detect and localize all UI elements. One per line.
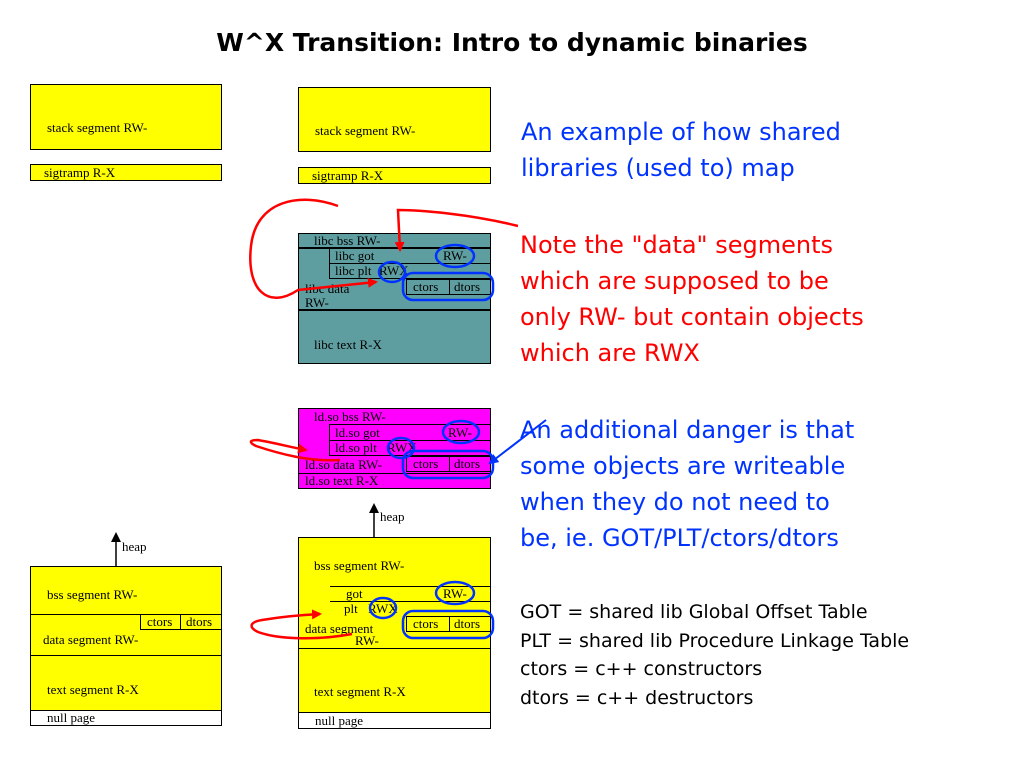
left-text-segment: text segment R-X: [30, 655, 222, 711]
ldso-got-label: ld.so got: [335, 425, 380, 440]
left-null-page: null page: [30, 710, 222, 726]
right-stack-segment: stack segment RW-: [298, 87, 491, 152]
danger-note-line-3: when they do not need to: [520, 488, 830, 516]
libc-bss-label: libc bss RW-: [314, 233, 381, 248]
right-sigtramp-segment: sigtramp R-X: [298, 167, 491, 184]
data-segments-note-line-1: Note the "data" segments: [520, 231, 833, 259]
left-bss-segment: bss segment RW-: [30, 566, 222, 614]
right-plt-label: plt: [344, 601, 358, 616]
right-rwx-oval: [368, 596, 398, 620]
left-stack-segment: stack segment RW-: [30, 84, 222, 150]
right-rw-oval: [434, 580, 476, 606]
ldso-rwx-oval: [386, 436, 416, 460]
libc-plt-label: libc plt: [335, 263, 372, 278]
right-ctors-label: ctors: [413, 616, 439, 631]
left-text-label: text segment R-X: [47, 682, 139, 697]
right-ctors-box: ctors: [406, 616, 450, 632]
right-text-segment: text segment R-X: [298, 648, 491, 713]
ldso-text-label: ld.so text R-X: [305, 473, 379, 488]
left-heap-label: heap: [122, 539, 147, 554]
ldso-ctors-dtors-oval: [401, 449, 495, 480]
danger-note: An additional danger is that some object…: [520, 412, 854, 556]
right-null-label: null page: [315, 713, 364, 728]
right-ctors-dtors-oval: [401, 609, 495, 640]
libc-ctors-box: ctors: [406, 279, 450, 295]
danger-note-line-1: An additional danger is that: [520, 416, 855, 444]
ldso-got-rw-label: RW-: [448, 425, 472, 440]
libc-data-rw-label: RW-: [305, 295, 329, 310]
libc-text-label: libc text R-X: [314, 337, 382, 352]
right-stack-label: stack segment RW-: [315, 123, 416, 138]
example-note-line-2: libraries (used to) map: [521, 154, 795, 182]
glossary-dtors: dtors = c++ destructors: [520, 686, 754, 709]
slide-title: W^X Transition: Intro to dynamic binarie…: [216, 28, 808, 57]
danger-note-arrow: [488, 419, 547, 465]
ldso-dtors-box: dtors: [449, 456, 491, 472]
right-dtors-box: dtors: [449, 616, 491, 632]
libc-note-arrow: [394, 208, 519, 252]
left-null-label: null page: [47, 710, 96, 725]
glossary-plt: PLT = shared lib Procedure Linkage Table: [520, 629, 910, 652]
ldso-data-arrow: [249, 438, 341, 462]
libc-plt-rwx-label: RWX: [379, 263, 409, 278]
glossary-ctors: ctors = c++ constructors: [520, 658, 763, 680]
ldso-rw-oval: [441, 419, 481, 445]
left-sigtramp-label: sigtramp R-X: [44, 165, 116, 180]
right-plt-rwx-label: RWX: [368, 601, 398, 616]
libc-rw-oval: [434, 243, 476, 269]
danger-note-line-2: some objects are writeable: [520, 452, 846, 480]
libc-dtors-label: dtors: [454, 279, 480, 294]
right-got-rw-label: RW-: [443, 586, 467, 601]
example-note: An example of how shared libraries (used…: [521, 114, 841, 186]
right-got-label: got: [346, 586, 363, 601]
danger-note-line-4: be, ie. GOT/PLT/ctors/dtors: [520, 524, 839, 552]
example-note-line-1: An example of how shared: [521, 118, 841, 146]
left-stack-label: stack segment RW-: [47, 120, 148, 135]
right-text-label: text segment R-X: [314, 684, 406, 699]
ldso-bss-label: ld.so bss RW-: [314, 409, 386, 424]
left-data-label: data segment RW-: [43, 632, 139, 647]
glossary-got: GOT = shared lib Global Offset Table: [520, 601, 868, 623]
libc-ctors-label: ctors: [413, 279, 439, 294]
right-sigtramp-label: sigtramp R-X: [312, 168, 384, 183]
data-segments-note-line-2: which are supposed to be: [520, 267, 829, 295]
right-null-page: null page: [298, 712, 491, 729]
ldso-dtors-label: dtors: [454, 456, 480, 471]
libc-ctors-dtors-oval: [401, 271, 495, 302]
left-ctors-box: ctors: [140, 614, 181, 630]
right-dtors-label: dtors: [454, 616, 480, 631]
right-data-label: data segment: [305, 621, 374, 636]
ldso-ctors-label: ctors: [413, 456, 439, 471]
libc-loop-arrow: [249, 198, 378, 300]
left-ctors-label: ctors: [147, 614, 173, 629]
data-segments-note: Note the "data" segments which are suppo…: [520, 227, 864, 371]
libc-got-label: libc got: [335, 248, 375, 263]
left-bss-label: bss segment RW-: [47, 587, 138, 602]
libc-text-divider: [298, 309, 491, 311]
glossary: GOT = shared lib Global Offset Table PLT…: [520, 598, 909, 712]
right-heap-label: heap: [380, 509, 405, 524]
libc-rwx-oval: [377, 260, 407, 284]
libc-dtors-box: dtors: [449, 279, 491, 295]
data-segments-note-line-3: only RW- but contain objects: [520, 303, 864, 331]
left-dtors-label: dtors: [186, 614, 212, 629]
right-data-arrow: [250, 609, 353, 640]
left-sigtramp-segment: sigtramp R-X: [30, 164, 222, 181]
ldso-plt-label: ld.so plt: [335, 440, 377, 455]
right-bss-segment: bss segment RW-: [298, 537, 491, 587]
libc-got-rw-label: RW-: [443, 248, 467, 263]
data-segments-note-line-4: which are RWX: [520, 339, 700, 367]
right-data-rw-label: RW-: [355, 633, 379, 648]
left-dtors-box: dtors: [180, 614, 222, 630]
right-bss-label: bss segment RW-: [314, 558, 405, 573]
